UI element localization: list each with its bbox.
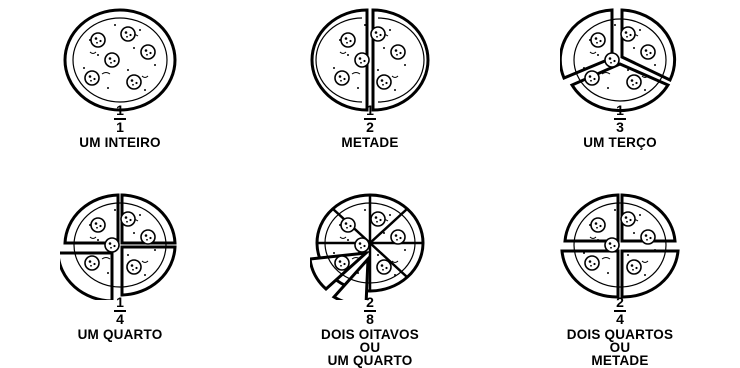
fraction-half: 1 2 — [250, 104, 490, 134]
pizza-quarter-icon — [60, 190, 180, 300]
numerator: 1 — [0, 104, 240, 117]
pizza-third-icon — [560, 5, 680, 115]
numerator: 2 — [250, 296, 490, 309]
denominator: 3 — [500, 121, 740, 134]
caption-two-quarters: DOIS QUARTOS OU METADE — [500, 328, 740, 367]
fraction-quarter: 1 4 — [0, 296, 240, 326]
caption-line: UM TERÇO — [500, 136, 740, 149]
fraction-two-eighths: 2 8 — [250, 296, 490, 326]
caption-quarter: UM QUARTO — [0, 328, 240, 341]
caption-line: UM QUARTO — [0, 328, 240, 341]
pizza-half-icon — [310, 5, 430, 115]
caption-line: UM QUARTO — [250, 354, 490, 367]
caption-two-eighths: DOIS OITAVOS OU UM QUARTO — [250, 328, 490, 367]
caption-line: METADE — [250, 136, 490, 149]
numerator: 1 — [500, 104, 740, 117]
fraction-third: 1 3 — [500, 104, 740, 134]
numerator: 1 — [0, 296, 240, 309]
denominator: 1 — [0, 121, 240, 134]
denominator: 2 — [250, 121, 490, 134]
pizza-whole-icon — [60, 5, 180, 115]
fraction-whole: 1 1 — [0, 104, 240, 134]
denominator: 8 — [250, 313, 490, 326]
pizza-two-quarters-icon — [560, 190, 680, 300]
numerator: 2 — [500, 296, 740, 309]
caption-line: METADE — [500, 354, 740, 367]
fraction-two-quarters: 2 4 — [500, 296, 740, 326]
caption-half: METADE — [250, 136, 490, 149]
caption-line: UM INTEIRO — [0, 136, 240, 149]
pizza-eighths-icon — [310, 190, 430, 300]
numerator: 1 — [250, 104, 490, 117]
caption-third: UM TERÇO — [500, 136, 740, 149]
caption-whole: UM INTEIRO — [0, 136, 240, 149]
denominator: 4 — [500, 313, 740, 326]
denominator: 4 — [0, 313, 240, 326]
